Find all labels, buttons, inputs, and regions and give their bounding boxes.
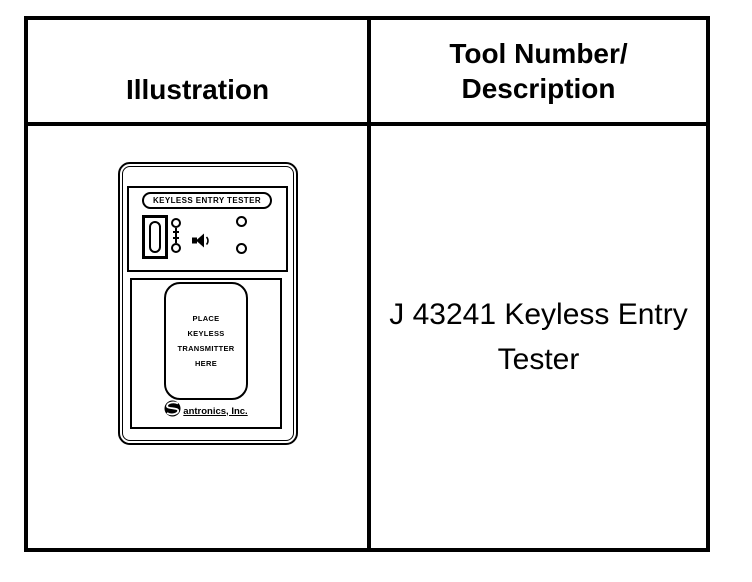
header-cell-tool-number: Tool Number/ Description	[371, 20, 706, 126]
pad-text-line: HERE	[194, 359, 218, 368]
header-cell-illustration: Illustration	[28, 20, 371, 126]
speaker-icon	[192, 231, 212, 255]
device-nameplate: KEYLESS ENTRY TESTER	[142, 192, 272, 209]
indicator-dot-bottom	[170, 243, 181, 253]
body-cell-illustration: KEYLESS ENTRY TESTER	[28, 126, 371, 548]
transmitter-pad: PLACE KEYLESS TRANSMITTER HERE	[164, 282, 248, 400]
keyless-entry-tester-device: KEYLESS ENTRY TESTER	[118, 162, 298, 445]
device-lower-panel: PLACE KEYLESS TRANSMITTER HERE antronic	[130, 278, 282, 429]
status-light-bottom	[236, 243, 247, 254]
body-cell-description: J 43241 Keyless Entry Tester	[371, 126, 706, 548]
pad-text-line: PLACE	[192, 314, 220, 323]
device-bezel	[122, 166, 294, 441]
tool-description-line: Tester	[497, 343, 580, 376]
header-illustration-label: Illustration	[125, 74, 270, 105]
status-light-top	[236, 216, 247, 227]
level-indicator-icon	[170, 218, 181, 253]
brand-globe-s-icon	[164, 400, 181, 422]
pad-text-line: TRANSMITTER	[177, 344, 235, 353]
tool-table: Illustration Tool Number/ Description KE…	[24, 16, 710, 552]
header-description-label: Description	[461, 73, 616, 104]
status-lights-icon	[236, 216, 247, 254]
indicator-scale-line	[172, 228, 179, 243]
indicator-dot-top	[170, 218, 181, 228]
brand-logo-row: antronics, Inc.	[132, 400, 280, 422]
device-top-panel: KEYLESS ENTRY TESTER	[127, 186, 288, 272]
brand-name-label: antronics, Inc.	[183, 405, 248, 417]
tool-description-line: J 43241 Keyless Entry	[389, 298, 688, 331]
led-window-icon	[142, 215, 168, 259]
pad-text-line: KEYLESS	[187, 329, 225, 338]
header-tool-number-label: Tool Number/	[449, 38, 628, 69]
led-bar	[149, 221, 161, 253]
